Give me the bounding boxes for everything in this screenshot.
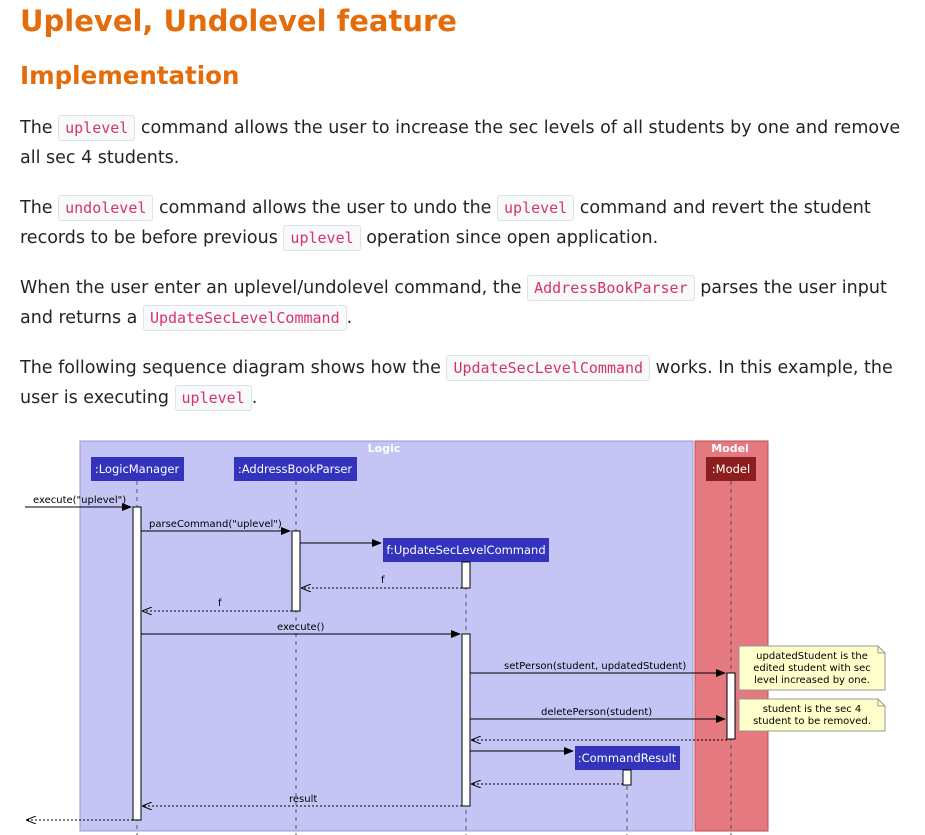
paragraph-undolevel: The undolevel command allows the user to…: [20, 193, 905, 253]
message-delete-person-label: deletePerson(student): [541, 707, 652, 718]
note-updated-student-line-1: updatedStudent is the: [756, 651, 868, 662]
paragraph-text: The following sequence diagram shows how…: [20, 358, 447, 378]
section-heading: Implementation: [20, 61, 240, 90]
message-execute-label: execute(): [277, 622, 325, 633]
inline-code: uplevel: [497, 195, 575, 221]
activation-logic-manager: [132, 506, 142, 821]
inline-code: AddressBookParser: [527, 275, 695, 301]
activation-command-2: [461, 633, 471, 807]
participant-address-book-parser: [234, 457, 357, 481]
paragraph-text: operation since open application.: [360, 228, 659, 248]
paragraph-text: command allows the user to undo the: [153, 198, 498, 218]
sequence-diagram: Logic Model :LogicManager :AddressBookPa…: [25, 440, 886, 835]
paragraph-text: command and revert the student records t…: [20, 198, 871, 248]
paragraph-parser: When the user enter an uplevel/undolevel…: [20, 273, 905, 333]
participant-update-sec-level-command: [383, 538, 549, 562]
message-execute-uplevel-label: execute("uplevel"): [33, 495, 126, 506]
participant-logic-manager: [91, 457, 184, 481]
participant-command-result-label: :CommandResult: [578, 751, 677, 765]
message-return-f-inner-label: f: [381, 575, 385, 586]
note-updated-student-line-2: edited student with sec: [753, 663, 871, 674]
participant-update-sec-level-command-label: f:UpdateSecLevelCommand: [386, 543, 545, 557]
participant-model: [706, 457, 756, 481]
paragraph-uplevel: The uplevel command allows the user to i…: [20, 113, 905, 173]
inline-code: UpdateSecLevelCommand: [446, 355, 651, 381]
note-fold: [877, 699, 885, 707]
participant-command-result: [575, 746, 680, 770]
note-sec4-student-line-1: student is the sec 4: [763, 704, 862, 715]
inline-code: UpdateSecLevelCommand: [142, 305, 347, 331]
paragraph-text: works. In this example, the user is exec…: [20, 358, 893, 408]
activation-model: [726, 672, 736, 740]
inline-code: uplevel: [174, 385, 252, 411]
inline-code: undolevel: [58, 195, 154, 221]
paragraph-text: parses the user input and returns a: [20, 278, 887, 328]
message-parse-command-label: parseCommand("uplevel"): [149, 519, 282, 530]
paragraph-text: When the user enter an uplevel/undolevel…: [20, 278, 528, 298]
model-frame-title: Model: [711, 442, 749, 455]
note-sec4-student: [738, 698, 886, 732]
page-title: Uplevel, Undolevel feature: [20, 4, 457, 38]
activation-command-1: [461, 561, 471, 589]
message-return-f-outer-label: f: [218, 598, 222, 609]
participant-address-book-parser-label: :AddressBookParser: [238, 462, 353, 476]
participant-logic-manager-label: :LogicManager: [95, 462, 180, 476]
activation-command-result: [622, 769, 632, 786]
paragraph-text: command allows the user to increase the …: [20, 118, 901, 168]
paragraph-diagram-intro: The following sequence diagram shows how…: [20, 353, 905, 413]
note-updated-student: [738, 645, 886, 691]
activation-parser: [291, 530, 301, 612]
note-updated-student-line-3: level increased by one.: [754, 675, 870, 686]
participant-model-label: :Model: [712, 462, 750, 476]
paragraph-text: The: [20, 198, 59, 218]
paragraph-text: The: [20, 118, 59, 138]
note-fold: [877, 646, 885, 654]
logic-frame: [79, 440, 694, 832]
message-result-label: result: [289, 794, 317, 805]
inline-code: uplevel: [283, 225, 361, 251]
inline-code: uplevel: [58, 115, 136, 141]
note-sec4-student-line-2: student to be removed.: [753, 716, 871, 727]
paragraph-text: .: [251, 388, 258, 408]
logic-frame-title: Logic: [368, 442, 401, 455]
paragraph-text: .: [346, 308, 353, 328]
message-set-person-label: setPerson(student, updatedStudent): [504, 661, 686, 672]
